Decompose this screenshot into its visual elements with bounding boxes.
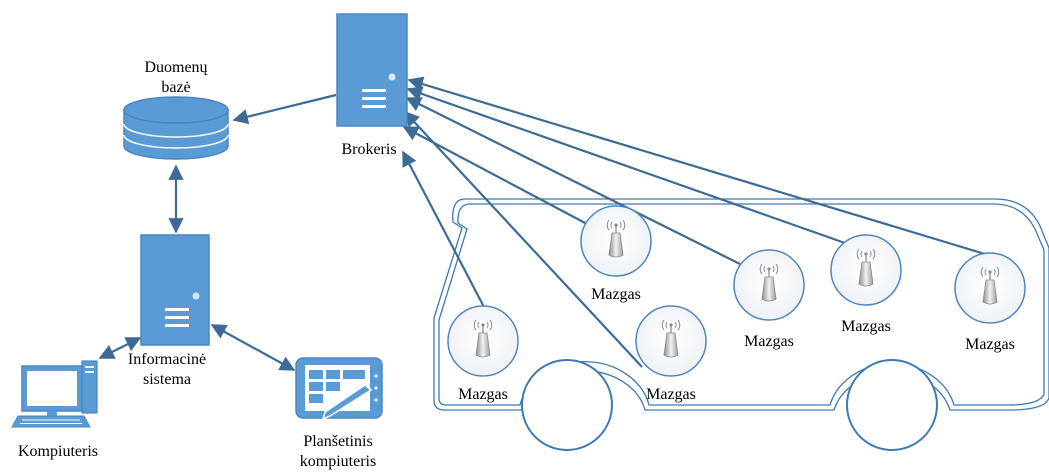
antenna-icon — [606, 219, 626, 258]
connections — [98, 76, 986, 371]
antenna-icon — [980, 266, 1000, 305]
node-2-label: Mazgas — [591, 286, 641, 303]
database-label-line1: Duomenų — [144, 59, 208, 76]
front-wheel — [521, 359, 613, 451]
node3-to-broker-edge — [403, 110, 643, 368]
node1-to-broker-edge — [402, 150, 485, 308]
node-2 — [580, 205, 652, 277]
antenna-icon — [856, 248, 876, 287]
info-system-label-line2: sistema — [143, 371, 191, 388]
broker-label: Brokeris — [341, 141, 396, 158]
node-4-label: Mazgas — [744, 333, 794, 350]
database-icon — [123, 96, 229, 160]
info-system-server-icon — [140, 234, 210, 346]
tablet-icon — [295, 357, 383, 421]
database-label-line2: bazė — [161, 79, 190, 96]
antenna-icon — [759, 263, 779, 302]
node-5 — [830, 234, 902, 306]
info-system-label-line1: Informacinė — [128, 351, 206, 368]
infosystem-tablet-edge — [210, 324, 296, 371]
bus-outline — [433, 198, 1049, 451]
antenna-icon — [473, 319, 493, 358]
computer-label: Kompiuteris — [18, 443, 98, 460]
node5-to-broker-edge — [406, 86, 846, 245]
node-1 — [447, 305, 519, 377]
infosystem-computer-edge — [98, 337, 142, 359]
tablet-label-line1: Planšetinis — [303, 433, 372, 450]
node-3-label: Mazgas — [646, 386, 696, 403]
desktop-computer-icon — [11, 360, 98, 428]
node-3 — [635, 305, 707, 377]
node6-to-broker-edge — [407, 76, 986, 256]
tablet-label-line2: kompiuteris — [300, 453, 376, 470]
node-6-label: Mazgas — [965, 336, 1015, 353]
node-5-label: Mazgas — [841, 318, 891, 335]
node-4 — [733, 249, 805, 321]
antenna-icon — [661, 319, 681, 358]
broker-to-database-edge — [232, 93, 337, 125]
rear-wheel — [846, 359, 938, 451]
broker-server-icon — [336, 13, 408, 127]
node-1-label: Mazgas — [458, 386, 508, 403]
node-6 — [954, 252, 1026, 324]
node4-to-broker-edge — [405, 97, 741, 265]
